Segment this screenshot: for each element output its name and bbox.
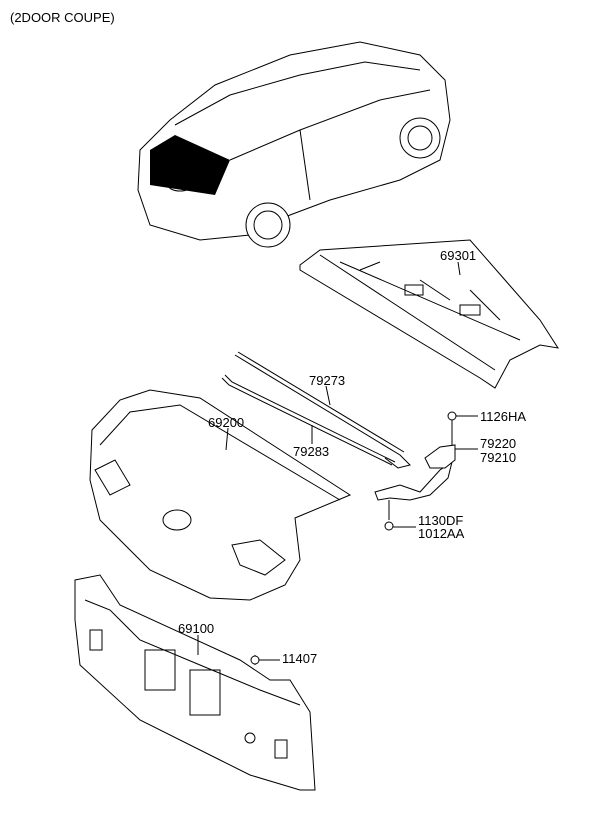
trunk-rods [221,351,411,469]
part-label-79273: 79273 [309,373,346,388]
part-label-1126HA: 1126HA [480,409,527,424]
part-label-11407: 11407 [282,651,318,666]
part-label-79283: 79283 [293,444,330,459]
part-label-69200: 69200 [208,415,245,430]
back-panel [74,574,316,791]
part-label-69100: 69100 [178,621,215,636]
trunk-hinge [374,411,457,531]
leader-lines [197,261,478,661]
car-illustration [137,41,451,248]
part-label-69301: 69301 [440,248,477,263]
part-label-1130DF: 1130DF [418,513,464,528]
part-label-1012AA: 1012AA [418,526,465,541]
part-label-79220: 79220 [480,436,517,451]
trunk-lid [89,389,352,601]
rear-shelf-panel [299,239,560,389]
diagram-title: (2DOOR COUPE) [10,10,115,25]
part-label-79210: 79210 [480,450,517,465]
